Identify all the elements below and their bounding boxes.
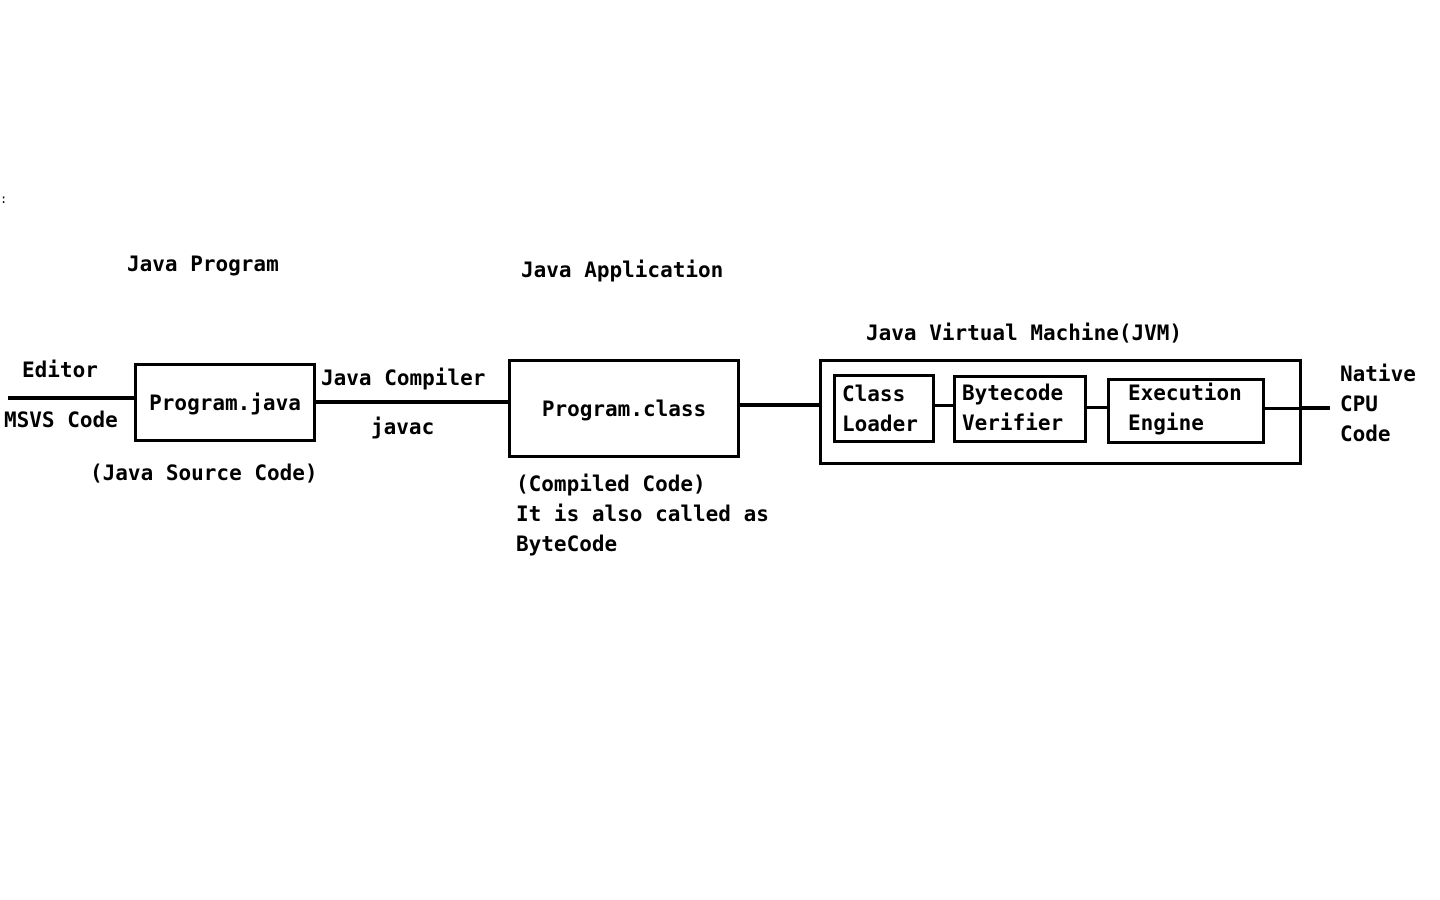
native-label: Native bbox=[1340, 362, 1416, 386]
execution-engine-line2: Engine bbox=[1128, 411, 1204, 435]
program-java-label: Program.java bbox=[149, 390, 301, 415]
java-application-heading: Java Application bbox=[521, 258, 724, 282]
jvm-heading: Java Virtual Machine(JVM) bbox=[866, 321, 1183, 345]
compiled-code-caption: (Compiled Code) bbox=[516, 472, 706, 496]
java-program-heading: Java Program bbox=[127, 252, 279, 276]
jvm-inner-connector-1 bbox=[932, 404, 956, 407]
javac-label: javac bbox=[371, 415, 435, 439]
stray-mark: : bbox=[0, 192, 8, 206]
editor-name: MSVS Code bbox=[4, 408, 118, 432]
execution-engine-line1: Execution bbox=[1128, 381, 1242, 405]
class-loader-box: Class Loader bbox=[833, 374, 935, 443]
class-loader-line2: Loader bbox=[842, 412, 918, 436]
bytecode-caption-word: ByteCode bbox=[516, 532, 618, 556]
jvm-inner-connector-2 bbox=[1084, 406, 1112, 409]
program-java-box: Program.java bbox=[134, 363, 316, 442]
cpu-label: CPU bbox=[1340, 392, 1378, 416]
code-label: Code bbox=[1340, 422, 1391, 446]
program-class-box: Program.class bbox=[508, 359, 740, 458]
compiler-connector-line bbox=[314, 400, 512, 404]
bytecode-verifier-line2: Verifier bbox=[962, 411, 1064, 435]
bytecode-caption-line: It is also called as bbox=[516, 502, 769, 526]
java-compiler-label: Java Compiler bbox=[321, 366, 486, 390]
editor-connector-line bbox=[8, 396, 136, 400]
execution-engine-box: Execution Engine bbox=[1107, 378, 1265, 444]
bytecode-verifier-box: Bytecode Verifier bbox=[953, 375, 1087, 443]
class-loader-line1: Class bbox=[842, 382, 906, 406]
program-class-label: Program.class bbox=[541, 396, 707, 421]
editor-label: Editor bbox=[22, 358, 98, 382]
java-source-caption: (Java Source Code) bbox=[90, 461, 318, 485]
jvm-inner-connector-3 bbox=[1262, 407, 1300, 410]
bytecode-verifier-line1: Bytecode bbox=[962, 381, 1064, 405]
jvm-connector-line bbox=[738, 403, 822, 407]
output-connector-line bbox=[1300, 406, 1330, 410]
